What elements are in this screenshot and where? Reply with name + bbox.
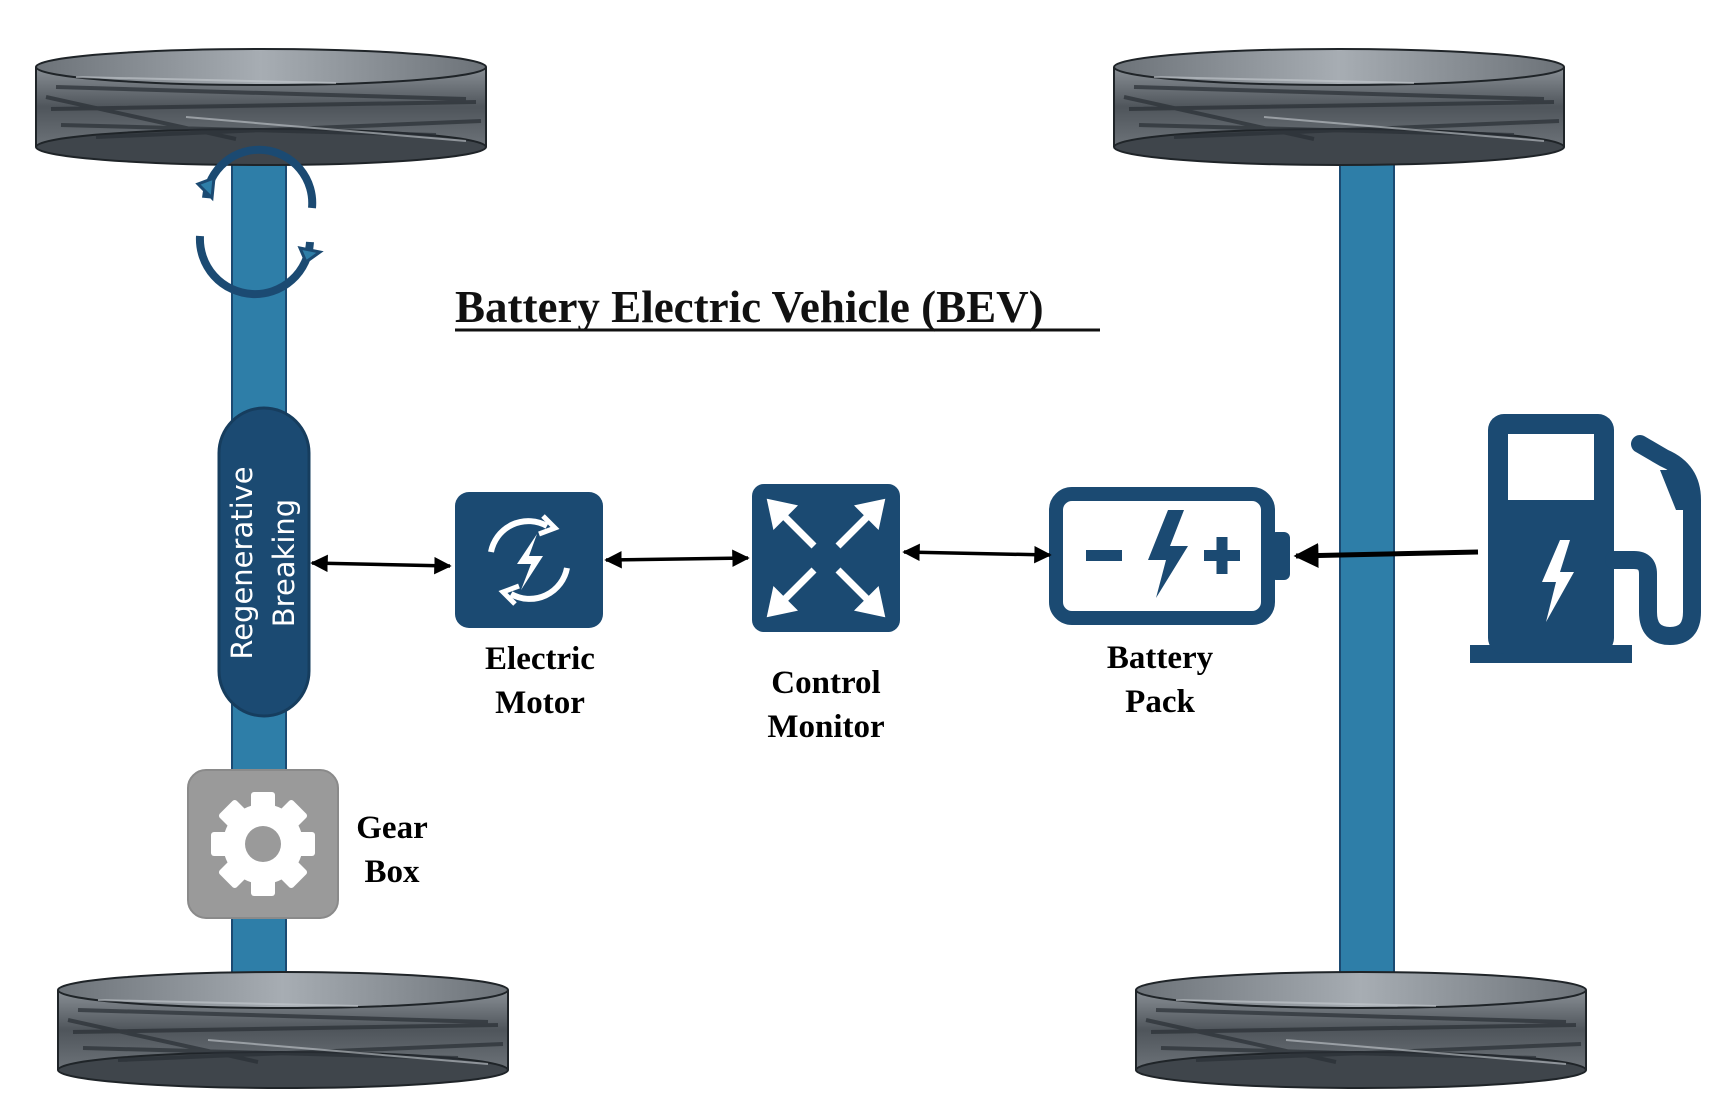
pack-label: Pack — [1125, 684, 1195, 720]
expand-arrows-icon — [766, 498, 886, 618]
electric-motor-icon — [488, 514, 570, 606]
monitor-label: Monitor — [767, 709, 884, 745]
regenerative-label: Regenerative — [225, 466, 259, 659]
arrow-regen-motor — [310, 554, 452, 575]
arrow-control-battery — [902, 543, 1052, 564]
page-title: Battery Electric Vehicle (BEV) — [455, 282, 1044, 332]
wheel-rear-right — [1134, 970, 1588, 1090]
breaking-label: Breaking — [267, 499, 301, 627]
wheel-front-right — [1112, 47, 1566, 167]
right-axle — [1339, 149, 1395, 981]
gear-icon — [211, 792, 315, 896]
charging-station-icon — [1470, 414, 1701, 663]
battery-pack: Battery Pack — [1049, 487, 1290, 720]
box-label: Box — [364, 854, 420, 890]
control-label: Control — [771, 665, 880, 701]
motor-label: Motor — [495, 685, 585, 721]
electric-label: Electric — [485, 641, 595, 677]
arrow-charger-battery — [1293, 543, 1479, 569]
regenerative-breaking: Regenerative Breaking — [217, 406, 311, 718]
electric-motor: Electric Motor — [455, 492, 603, 721]
arrow-motor-control — [604, 549, 750, 569]
wheel-rear-left — [56, 970, 510, 1090]
battery-label: Battery — [1107, 640, 1214, 676]
gear-box: Gear Box — [187, 769, 428, 919]
control-monitor: Control Monitor — [752, 484, 900, 745]
battery-icon — [1049, 487, 1290, 625]
gear-label: Gear — [356, 810, 427, 846]
rotation-arrows-icon — [195, 145, 324, 298]
connections — [310, 543, 1479, 575]
